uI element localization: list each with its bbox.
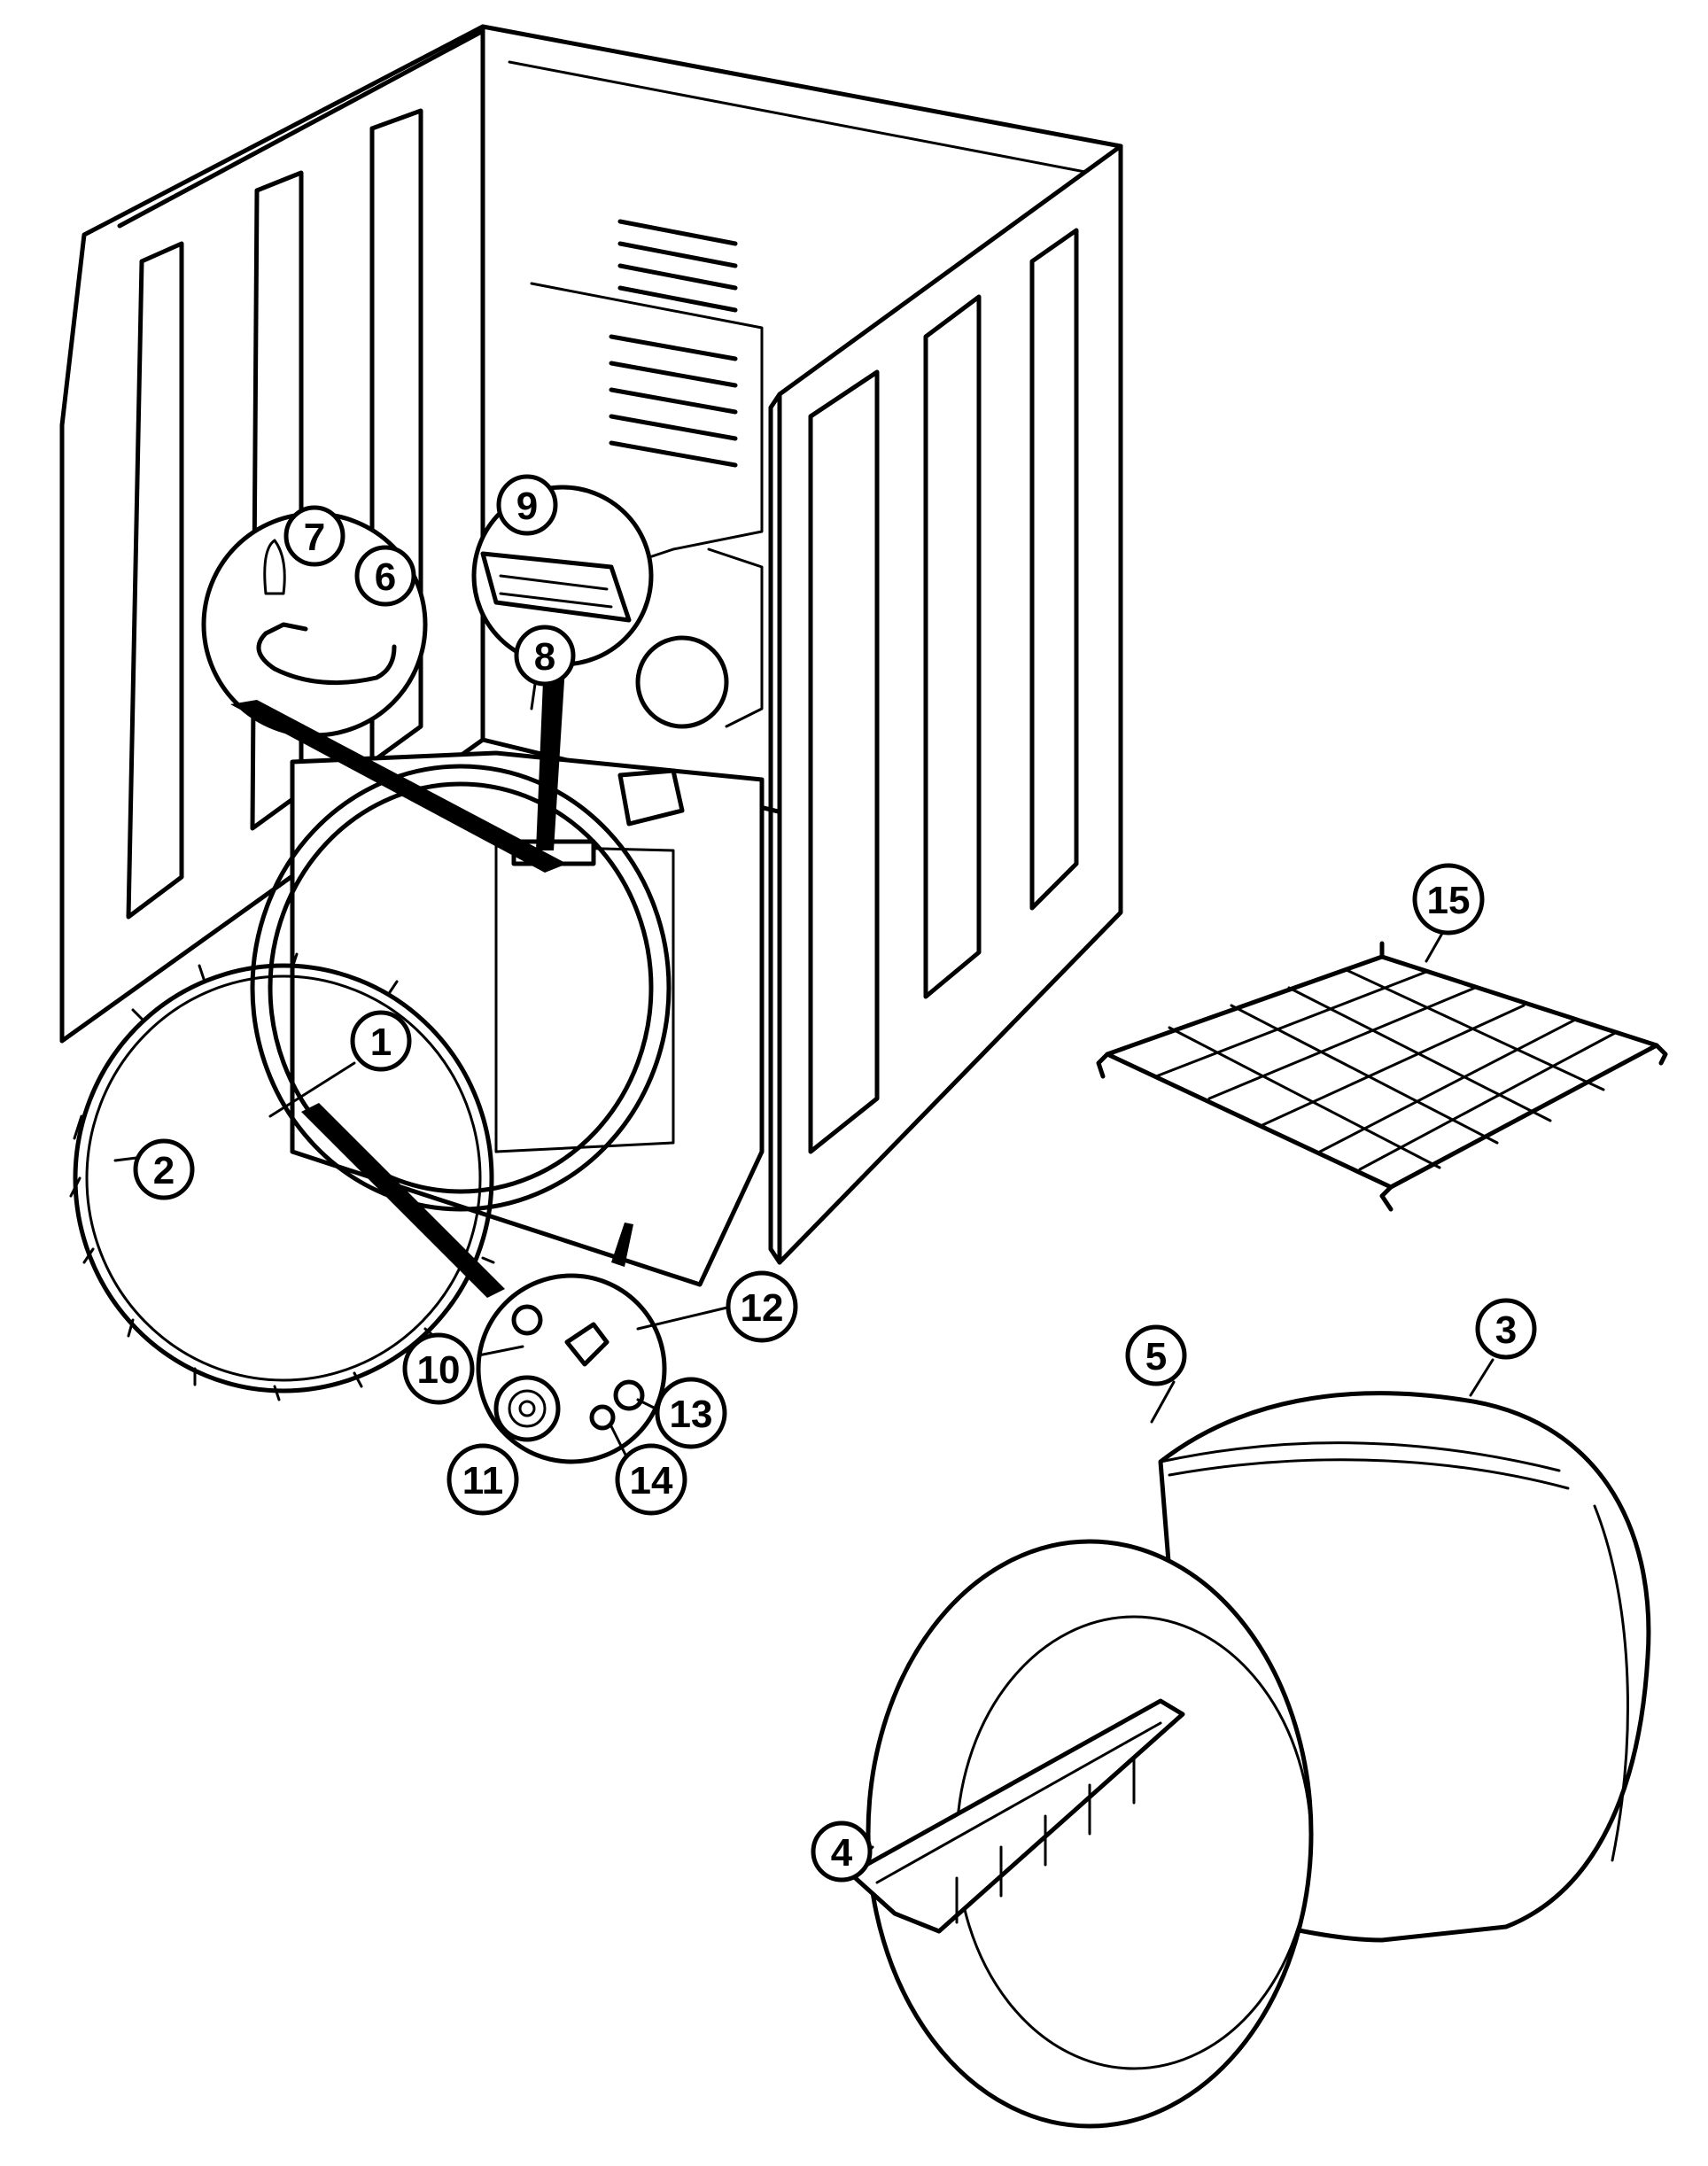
svg-text:15: 15 <box>1427 879 1471 922</box>
drum-baffle <box>848 1698 1185 1934</box>
svg-text:12: 12 <box>741 1286 784 1330</box>
drive-detail-circle <box>301 1103 667 1464</box>
svg-text:14: 14 <box>630 1459 673 1502</box>
dryer-drum <box>848 1391 1651 2129</box>
callout-7: 7 <box>283 505 345 567</box>
callout-4: 4 <box>811 1821 873 1883</box>
svg-text:3: 3 <box>1495 1308 1517 1352</box>
svg-text:6: 6 <box>375 555 396 599</box>
callout-13: 13 <box>655 1377 727 1449</box>
svg-text:7: 7 <box>304 516 325 559</box>
callout-11: 11 <box>446 1443 519 1516</box>
callout-15: 15 <box>1412 863 1485 935</box>
svg-text:8: 8 <box>534 635 555 679</box>
svg-text:1: 1 <box>370 1021 392 1064</box>
callout-14: 14 <box>615 1443 687 1516</box>
callout-6: 6 <box>354 545 416 607</box>
callouts: 1 2 3 4 5 6 7 8 <box>133 474 1537 1883</box>
svg-text:11: 11 <box>462 1459 504 1502</box>
back-vent-slots <box>609 219 738 468</box>
switch-detail-circle <box>471 485 654 850</box>
svg-text:13: 13 <box>670 1393 713 1436</box>
svg-text:5: 5 <box>1145 1335 1167 1378</box>
dryer-cabinet <box>59 24 1123 1287</box>
callout-8: 8 <box>514 625 576 687</box>
callout-12: 12 <box>726 1270 798 1343</box>
svg-text:2: 2 <box>153 1149 175 1192</box>
drum-seal-ring <box>69 952 495 1401</box>
callout-1: 1 <box>350 1010 412 1072</box>
drying-rack <box>1096 941 1668 1212</box>
svg-text:10: 10 <box>417 1348 461 1392</box>
callout-3: 3 <box>1475 1298 1537 1360</box>
left-panel-embossing <box>126 108 423 920</box>
callout-2: 2 <box>133 1138 195 1200</box>
svg-text:9: 9 <box>516 485 538 528</box>
callout-10: 10 <box>402 1332 475 1405</box>
callout-5: 5 <box>1125 1324 1187 1386</box>
callout-9: 9 <box>496 474 558 536</box>
right-panel-embossing <box>808 228 1079 1154</box>
svg-text:4: 4 <box>831 1831 853 1875</box>
